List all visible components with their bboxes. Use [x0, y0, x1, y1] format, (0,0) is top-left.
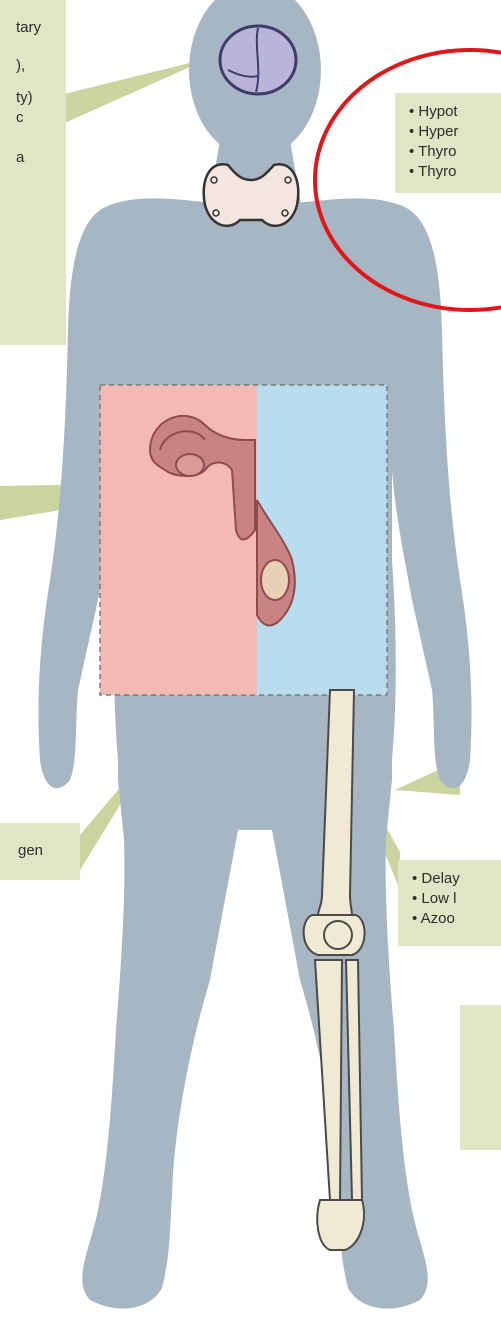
thyroid-line-1: • Hypot — [409, 102, 501, 122]
male-line-1: • Delay — [412, 869, 501, 889]
brain-icon — [220, 26, 296, 94]
male-callout: • Delay • Low l • Azoo — [398, 860, 501, 946]
bone-callout — [460, 1005, 501, 1150]
thyroid-line-4: • Thyro — [409, 162, 501, 182]
pituitary-line-7: ty) — [16, 88, 66, 108]
pituitary-line-1: tary — [16, 18, 66, 38]
male-line-2: • Low l — [412, 889, 501, 909]
female-line-1: gen — [18, 841, 80, 861]
pituitary-pointer — [60, 58, 210, 125]
pituitary-line-10: a — [16, 148, 66, 168]
thyroid-line-2: • Hyper — [409, 122, 501, 142]
male-line-3: • Azoo — [412, 909, 501, 929]
thyroid-callout: • Hypot • Hyper • Thyro • Thyro — [395, 93, 501, 193]
thyroid-line-3: • Thyro — [409, 142, 501, 162]
pituitary-line-8: c — [16, 108, 66, 128]
pituitary-callout: tary ), ty) c a — [0, 0, 66, 345]
pituitary-line-4: ), — [16, 56, 66, 76]
female-callout: gen — [0, 823, 80, 880]
